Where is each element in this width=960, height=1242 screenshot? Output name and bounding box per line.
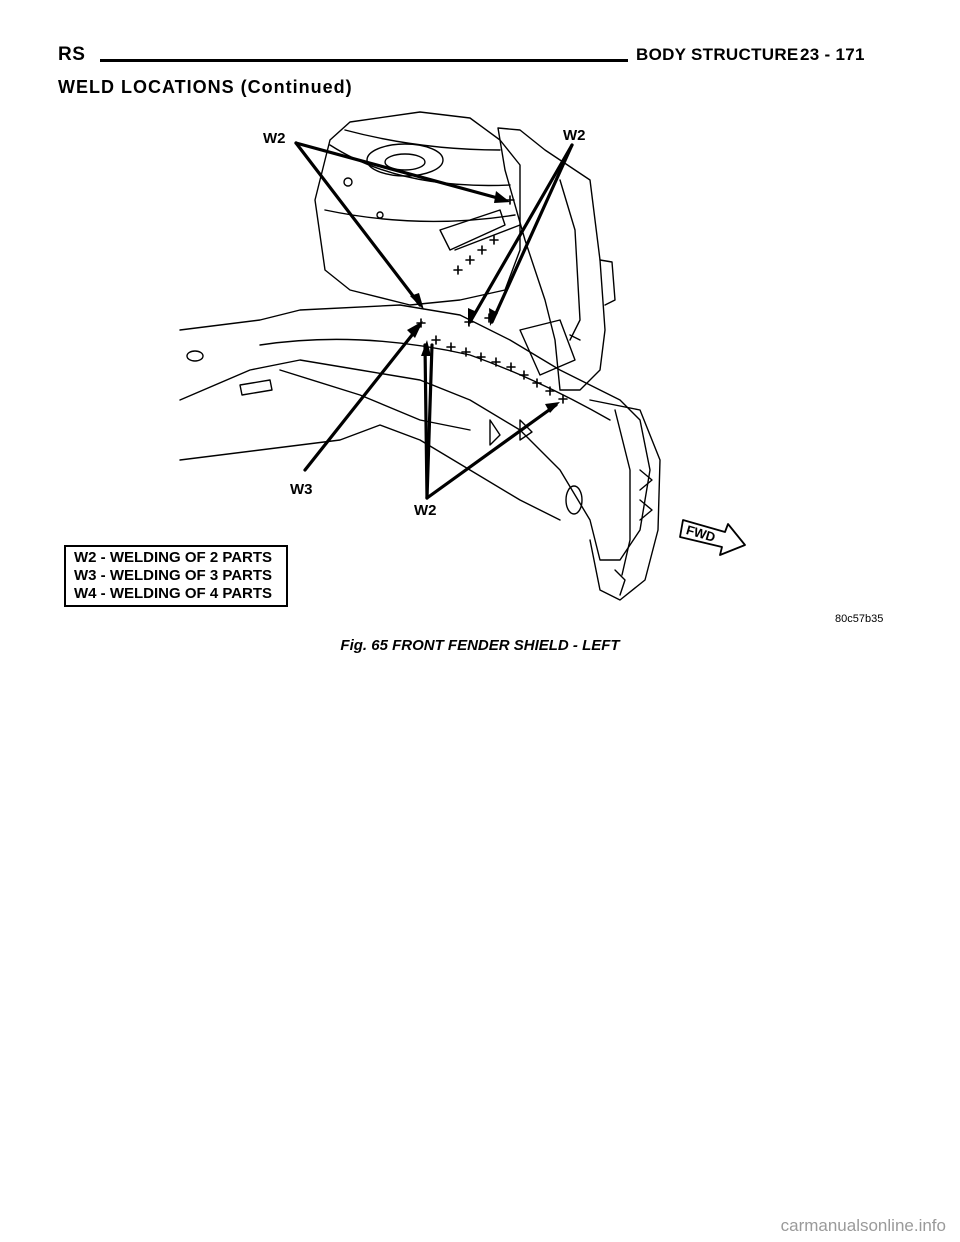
section-heading: WELD LOCATIONS (Continued) [58, 77, 353, 97]
header-rule [100, 59, 628, 62]
leader-lines [294, 141, 574, 500]
legend-item-w2: W2 - WELDING OF 2 PARTS [74, 549, 273, 566]
frame-rail [179, 304, 651, 561]
callout-w2-bottom: W2 [414, 502, 437, 519]
fwd-arrow-icon [679, 519, 746, 556]
callout-w2-top-left: W2 [263, 130, 286, 147]
footer-watermark[interactable]: carmanualsonline.info [780, 1216, 946, 1235]
callout-w2-top-right: W2 [563, 127, 586, 144]
callout-w3-bottom: W3 [290, 481, 313, 498]
shock-tower [314, 111, 521, 306]
weld-legend: W2 - WELDING OF 2 PARTS W3 - WELDING OF … [64, 545, 288, 607]
figure-code: 80c57b35 [835, 613, 884, 625]
header-section-title: BODY STRUCTURE [636, 45, 799, 64]
legend-item-w4: W4 - WELDING OF 4 PARTS [74, 585, 273, 602]
fender-shield-drawing [179, 111, 746, 601]
legend-item-w3: W3 - WELDING OF 3 PARTS [74, 567, 273, 584]
rail-end [589, 399, 661, 601]
header-code: RS [58, 44, 86, 65]
figure-caption: Fig. 65 FRONT FENDER SHIELD - LEFT [340, 637, 620, 654]
figure-front-fender-shield: W2 W2 W3 W2 FWD W2 - WELDING OF 2 PARTS … [64, 111, 884, 654]
page-number: 23 - 171 [800, 45, 865, 64]
fender-upright [497, 127, 606, 391]
arrowheads [407, 191, 560, 413]
